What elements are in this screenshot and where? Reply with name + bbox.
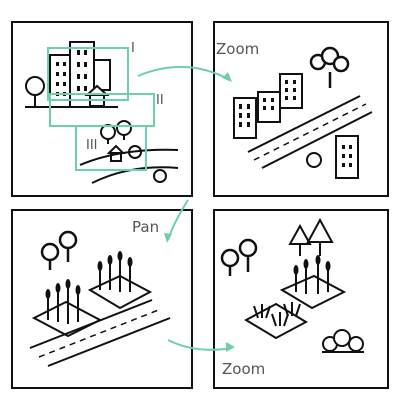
region-3-label: III	[86, 138, 98, 153]
road-icon	[29, 299, 171, 367]
tree-icon	[220, 238, 258, 276]
panel-frame	[11, 209, 193, 389]
region-1-label: I	[131, 41, 135, 56]
house-icon	[106, 144, 126, 162]
wheat-heads	[45, 251, 133, 299]
building-windows	[239, 80, 352, 167]
region-3-box	[75, 125, 147, 171]
wheat-field-icon	[279, 262, 347, 310]
tree-icon	[100, 120, 167, 183]
tree-icon	[25, 76, 45, 107]
panel-overview: I II III	[11, 21, 193, 197]
bush-icon	[306, 152, 322, 168]
zoom-arrow-2	[167, 339, 233, 351]
panel-city	[213, 21, 389, 197]
pine-tree-icon	[288, 217, 334, 256]
zoom-label-1: Zoom	[216, 40, 259, 58]
zoom-arrow-1-head	[222, 72, 232, 82]
panel-farms	[11, 209, 193, 389]
bush-icon	[322, 329, 364, 353]
panel-farm-detail	[213, 209, 389, 389]
zoom-arrow-1	[137, 66, 231, 81]
grass-field-icon	[243, 302, 309, 340]
wheat-heads	[293, 255, 331, 275]
arrowheads	[164, 72, 235, 352]
pan-label: Pan	[132, 218, 159, 236]
region-1-box	[47, 47, 129, 101]
pan-arrow-head	[164, 233, 172, 243]
tree-icon	[309, 46, 350, 88]
region-2-label: II	[156, 93, 164, 108]
zoom-arrow-2-head	[226, 342, 235, 352]
zoom-label-2: Zoom	[222, 360, 265, 378]
zoom-regions	[47, 47, 155, 171]
road-icon	[247, 95, 373, 169]
tree-icon	[40, 230, 78, 270]
